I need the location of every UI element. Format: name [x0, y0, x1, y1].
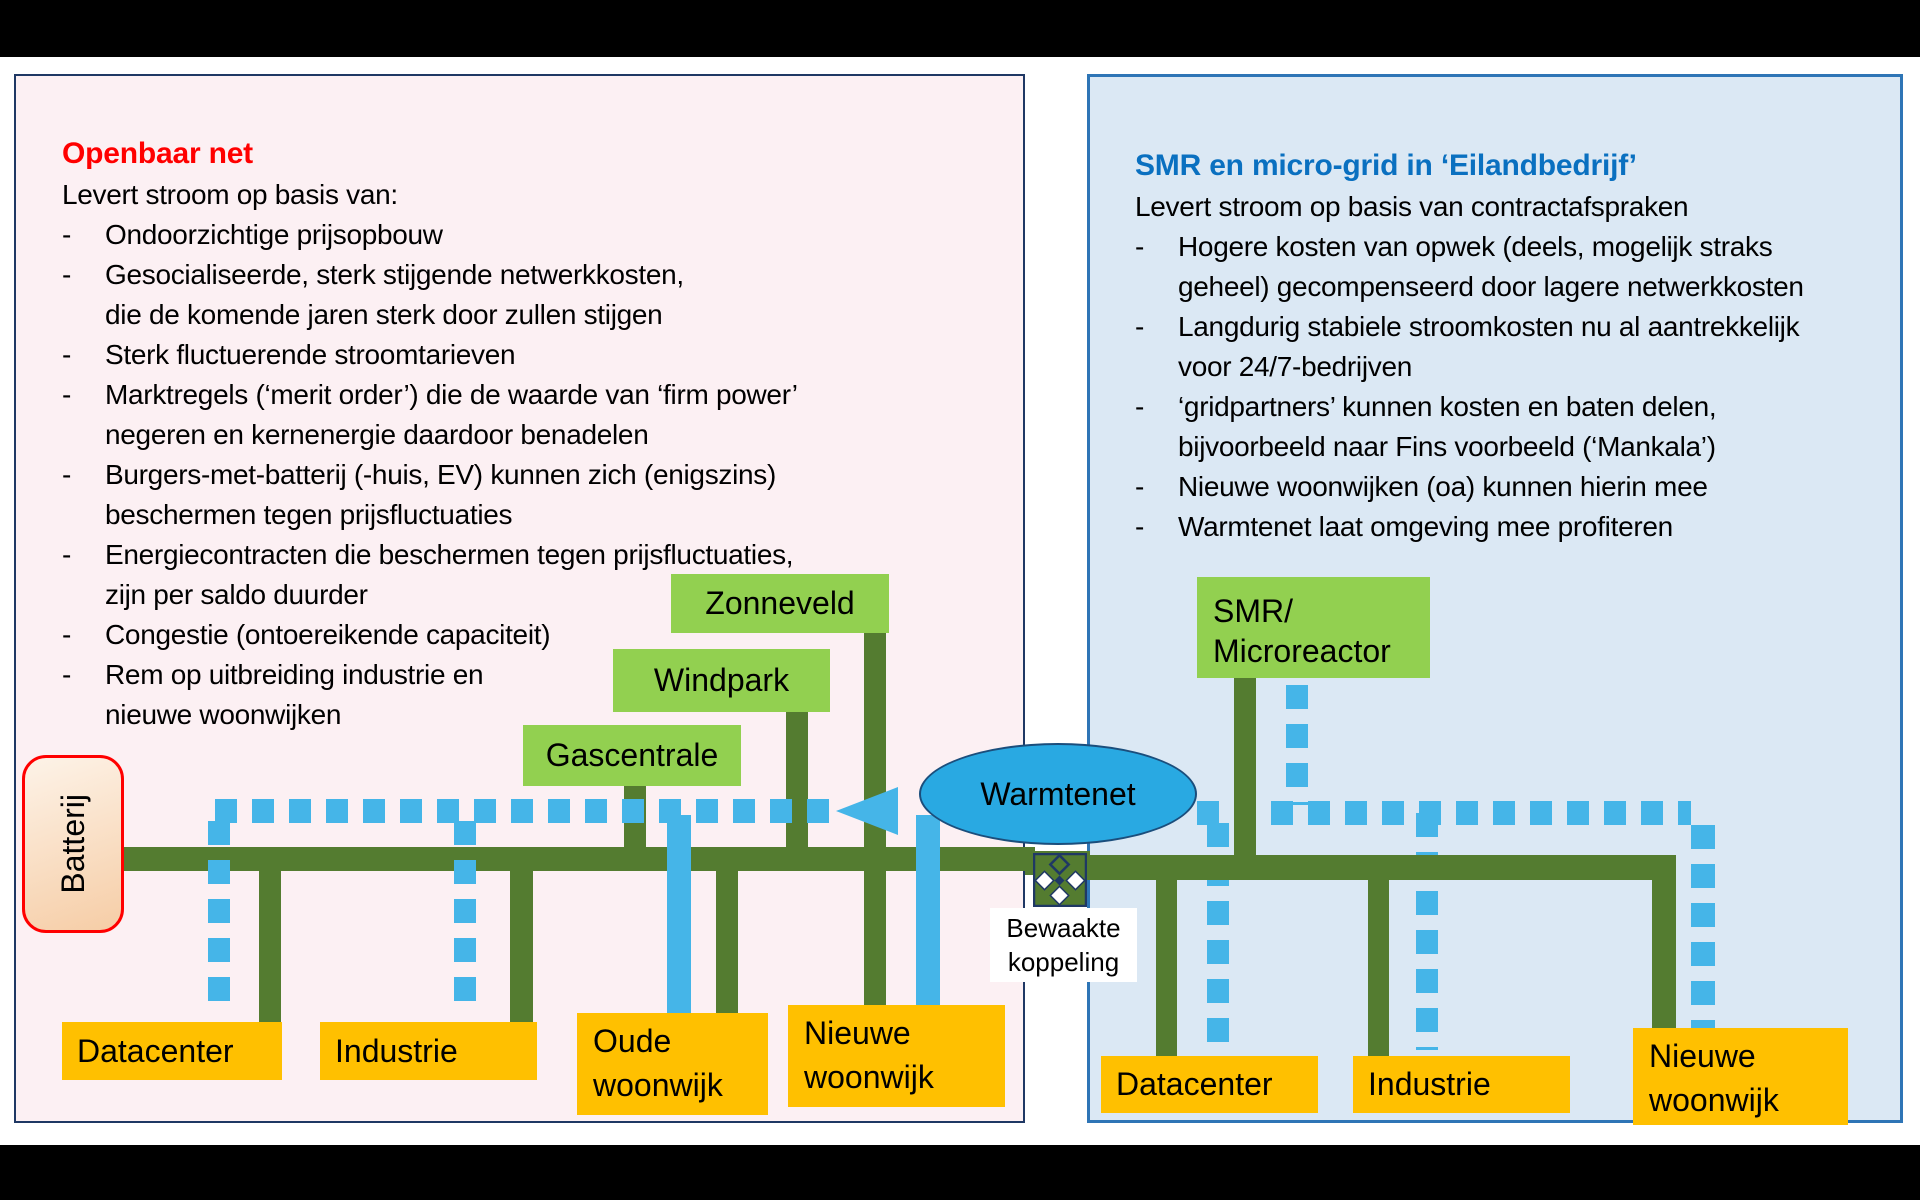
microgrid-intro: Levert stroom op basis van contractafspr… — [1135, 191, 1689, 222]
power-line-to-nieuwe-woonwijk-right — [1652, 860, 1676, 1030]
heat-line-oude-woonwijk — [667, 815, 691, 1013]
bullet-line: -Marktregels (‘merit order’) die de waar… — [62, 375, 798, 415]
battery-box: Batterij — [22, 755, 124, 933]
bullet-marker: - — [1135, 391, 1145, 422]
power-line-to-datacenter-left — [259, 868, 281, 1022]
power-line-to-industrie-right — [1368, 870, 1389, 1056]
bullet-line-continuation: voor 24/7-bedrijven — [1178, 351, 1412, 382]
bullet-marker: - — [62, 219, 72, 250]
bullet-marker: - — [62, 339, 72, 370]
bullet-line: -Langdurig stabiele stroomkosten nu al a… — [1135, 307, 1804, 347]
gascentrale-box: Gascentrale — [523, 725, 741, 786]
bullet-line: -Warmtenet laat omgeving mee profiteren — [1135, 507, 1804, 547]
bullet-line: -Ondoorzichtige prijsopbouw — [62, 215, 798, 255]
heat-line-industrie-left — [454, 821, 476, 1008]
bullet-line: -Nieuwe woonwijken (oa) kunnen hierin me… — [1135, 467, 1804, 507]
public-grid-text: Openbaar net Levert stroom op basis van:… — [62, 133, 798, 735]
bullet-line: -Burgers-met-batterij (-huis, EV) kunnen… — [62, 455, 798, 495]
heat-line-nieuwe-woonwijk-right — [1691, 825, 1715, 1035]
power-line-trunk-left — [120, 847, 1035, 871]
bullet-marker: - — [1135, 471, 1145, 502]
microgrid-title: SMR en micro-grid in ‘Eilandbedrijf’ — [1135, 149, 1637, 182]
zonneveld-box: Zonneveld — [671, 574, 889, 633]
heat-line-nieuwe-woonwijk-left — [916, 815, 940, 1005]
bottom-black-bar — [0, 1145, 1920, 1200]
industrie-box-right: Industrie — [1353, 1056, 1570, 1113]
bullet-line: -Hogere kosten van opwek (deels, mogelij… — [1135, 227, 1804, 267]
public-grid-intro: Levert stroom op basis van: — [62, 179, 398, 210]
smr-microreactor-box: SMR/ Microreactor — [1197, 577, 1430, 678]
bullet-line-continuation: die de komende jaren sterk door zullen s… — [105, 299, 663, 330]
bullet-line: -Sterk fluctuerende stroomtarieven — [62, 335, 798, 375]
warmtenet-ellipse: Warmtenet — [919, 743, 1197, 845]
heat-line-dashed-right — [1197, 801, 1691, 825]
top-black-bar — [0, 0, 1920, 57]
bullet-line-continuation: beschermen tegen prijsfluctuaties — [105, 499, 513, 530]
coupling-label: Bewaakte koppeling — [990, 908, 1137, 982]
bullet-marker: - — [62, 539, 72, 570]
heat-flow-arrow-icon — [836, 787, 898, 835]
microgrid-text: SMR en micro-grid in ‘Eilandbedrijf’ Lev… — [1135, 145, 1804, 547]
industrie-box-left: Industrie — [320, 1022, 537, 1080]
bullet-line-continuation: nieuwe woonwijken — [105, 699, 342, 730]
bullet-marker: - — [62, 619, 72, 650]
bullet-line: -Congestie (ontoereikende capaciteit) — [62, 615, 798, 655]
power-line-to-industrie-left — [510, 868, 533, 1022]
nieuwe-woonwijk-box-left: Nieuwe woonwijk — [788, 1005, 1005, 1107]
windpark-box: Windpark — [613, 649, 830, 712]
bullet-line: -‘gridpartners’ kunnen kosten en baten d… — [1135, 387, 1804, 427]
bullet-marker: - — [62, 379, 72, 410]
bullet-marker: - — [62, 259, 72, 290]
bullet-marker: - — [62, 659, 72, 690]
coupling-junction-icon — [1032, 852, 1088, 908]
power-line-to-datacenter-right — [1156, 870, 1177, 1056]
bullet-line: -Gesocialiseerde, sterk stijgende netwer… — [62, 255, 798, 295]
power-line-to-oude-woonwijk — [716, 868, 738, 1013]
heat-line-industrie-right — [1416, 813, 1438, 1050]
public-grid-title: Openbaar net — [62, 137, 253, 170]
heat-line-datacenter-left — [208, 821, 230, 1008]
bullet-line: -Rem op uitbreiding industrie en — [62, 655, 798, 695]
bullet-line-continuation: zijn per saldo duurder — [105, 579, 368, 610]
power-line-smr — [1234, 678, 1256, 880]
bullet-line-continuation: geheel) gecompenseerd door lagere netwer… — [1178, 271, 1804, 302]
bullet-line-continuation: negeren en kernenergie daardoor benadele… — [105, 419, 649, 450]
bullet-marker: - — [1135, 311, 1145, 342]
bullet-marker: - — [1135, 511, 1145, 542]
datacenter-box-left: Datacenter — [62, 1022, 282, 1080]
bullet-marker: - — [1135, 231, 1145, 262]
datacenter-box-right: Datacenter — [1101, 1056, 1318, 1113]
heat-line-dashed-left — [215, 799, 840, 823]
nieuwe-woonwijk-box-right: Nieuwe woonwijk — [1633, 1028, 1848, 1125]
bullet-line-continuation: bijvoorbeeld naar Fins voorbeeld (‘Manka… — [1178, 431, 1716, 462]
power-line-windpark — [786, 712, 808, 871]
oude-woonwijk-box: Oude woonwijk — [577, 1013, 768, 1115]
heat-line-smr — [1286, 685, 1308, 805]
bullet-line: -Energiecontracten die beschermen tegen … — [62, 535, 798, 575]
bullet-marker: - — [62, 459, 72, 490]
